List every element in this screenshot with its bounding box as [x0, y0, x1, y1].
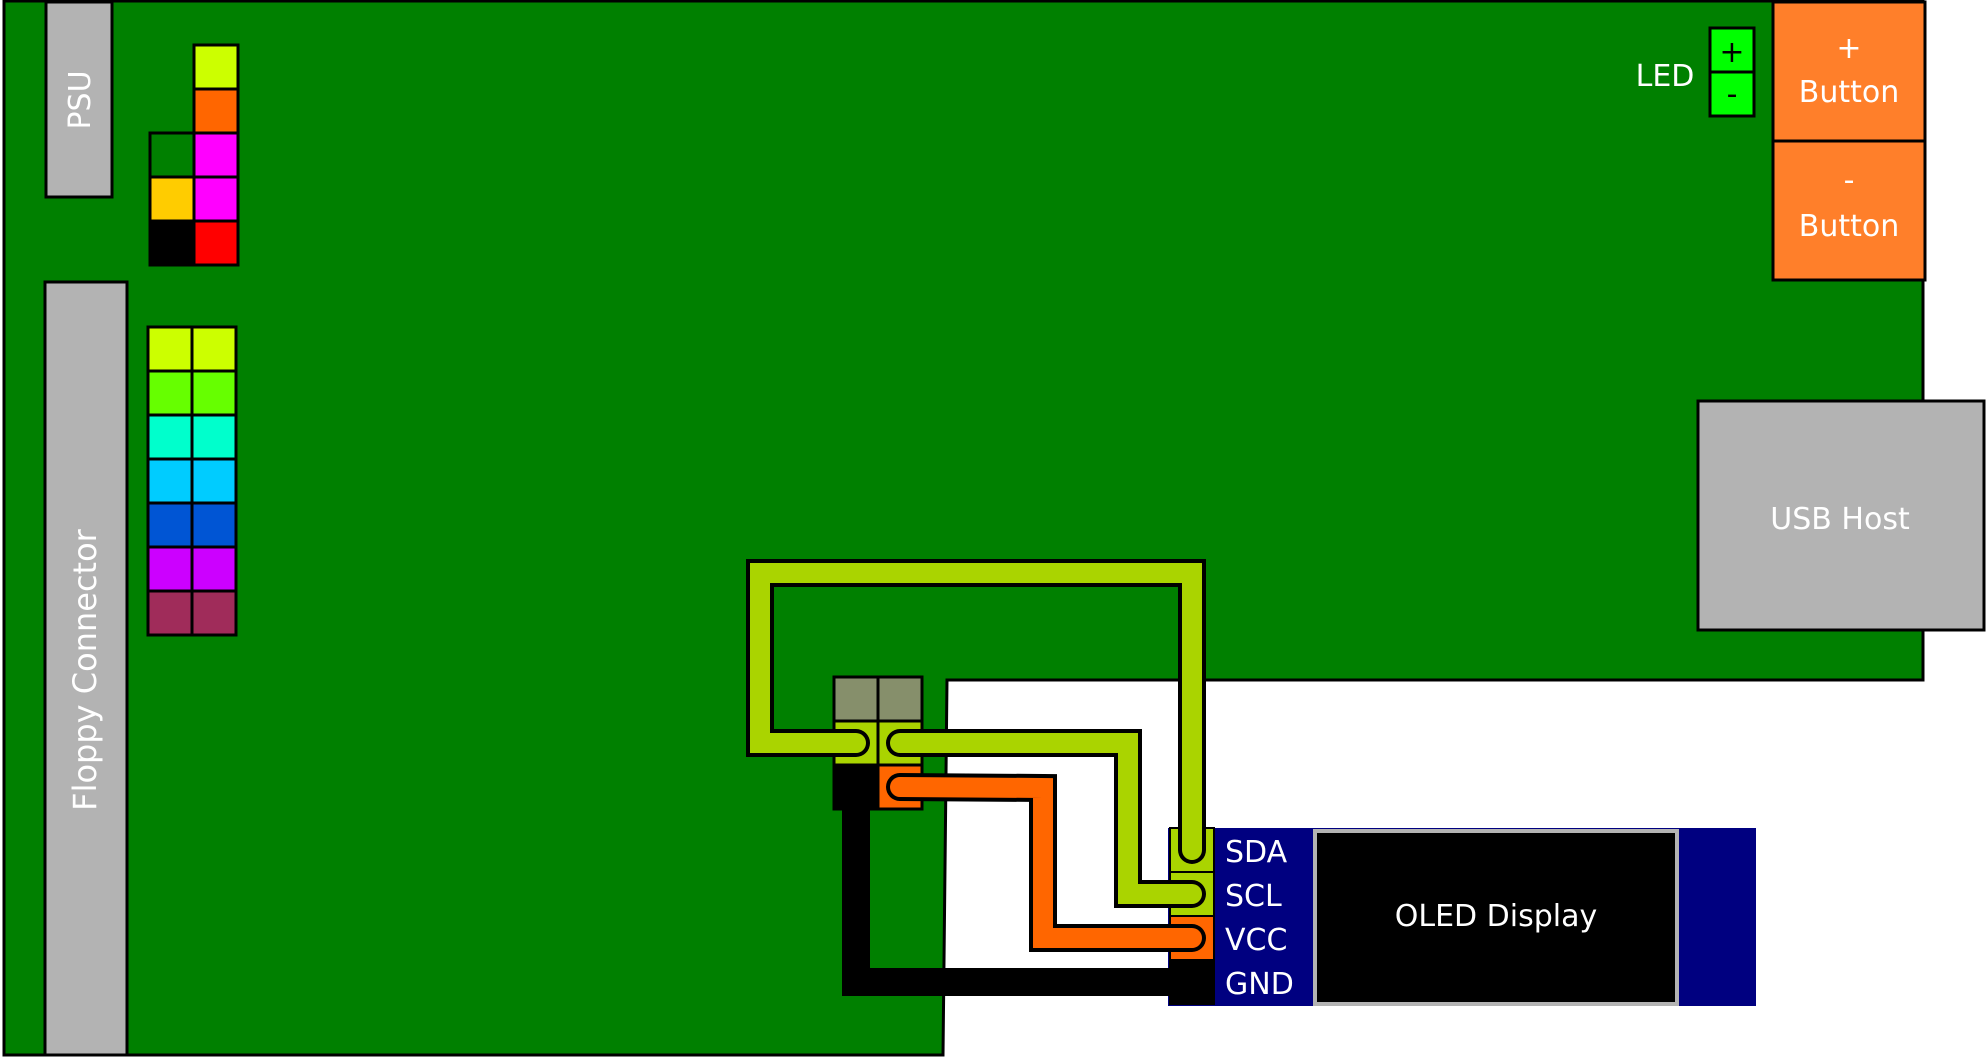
oled-header-connector	[832, 675, 924, 811]
oled-pin-gnd: GND	[1225, 967, 1294, 1002]
oled-pin-scl: SCL	[1225, 879, 1282, 914]
pin-header-top-cell	[192, 43, 240, 91]
oled-display-label: OLED Display	[1395, 899, 1598, 934]
pin-header-grid-cell	[190, 457, 238, 505]
pin-header-grid-cell	[190, 413, 238, 461]
minus-button	[1771, 139, 1927, 282]
plus-button	[1771, 0, 1927, 143]
led-plus-pad	[1708, 26, 1756, 74]
pin-header-grid-cell	[190, 325, 238, 373]
floppy-connector-label: Floppy Connector	[66, 528, 104, 811]
usb-host	[1696, 399, 1986, 632]
pin-header-grid-cell	[146, 589, 194, 637]
oled-pin-vcc: VCC	[1225, 923, 1287, 958]
minus-button-sign: -	[1844, 163, 1855, 198]
pin-header-grid-cell	[190, 589, 238, 637]
pin-header-grid-cell	[190, 369, 238, 417]
plus-button-label: Button	[1799, 75, 1900, 110]
pin-header-top	[148, 43, 240, 267]
wire-gnd	[842, 773, 1206, 996]
pin-header-grid	[146, 325, 238, 637]
pin-header-grid-cell	[146, 369, 194, 417]
oled-screen	[1313, 829, 1679, 1006]
pin-header-grid-cell	[146, 545, 194, 593]
oled-pin-sda: SDA	[1225, 835, 1288, 870]
wire-vcc	[886, 773, 1206, 952]
pin-header-grid-cell	[146, 413, 194, 461]
pin-header-top-cell	[148, 175, 196, 223]
pin-header-top-cell	[192, 175, 240, 223]
pin-header-top-cell	[192, 87, 240, 135]
usb-host-label: USB Host	[1770, 502, 1910, 537]
minus-button-label: Button	[1799, 209, 1900, 244]
pin-header-top-cell	[148, 131, 196, 179]
pin-header-top-cell	[148, 219, 196, 267]
pin-header-grid-cell	[146, 325, 194, 373]
led-label: LED	[1636, 59, 1695, 94]
led-minus-sign: -	[1727, 77, 1738, 112]
plus-button-sign: +	[1836, 31, 1861, 66]
pin-header-top-cell	[192, 219, 240, 267]
pin-header-grid-cell	[190, 501, 238, 549]
floppy-connector	[43, 280, 129, 1057]
psu-connector	[44, 0, 114, 199]
wire-sda	[746, 559, 1206, 864]
pin-header-grid-cell	[146, 457, 194, 505]
header-pin	[876, 675, 924, 723]
led: + -	[1708, 26, 1756, 118]
psu-label: PSU	[63, 70, 98, 129]
led-plus-sign: +	[1719, 35, 1744, 70]
header-pin	[832, 675, 880, 723]
led-minus-pad	[1708, 70, 1756, 118]
pin-header-top-cell	[192, 131, 240, 179]
pin-header-grid-cell	[146, 501, 194, 549]
pin-header-grid-cell	[190, 545, 238, 593]
wire-scl	[886, 729, 1206, 908]
